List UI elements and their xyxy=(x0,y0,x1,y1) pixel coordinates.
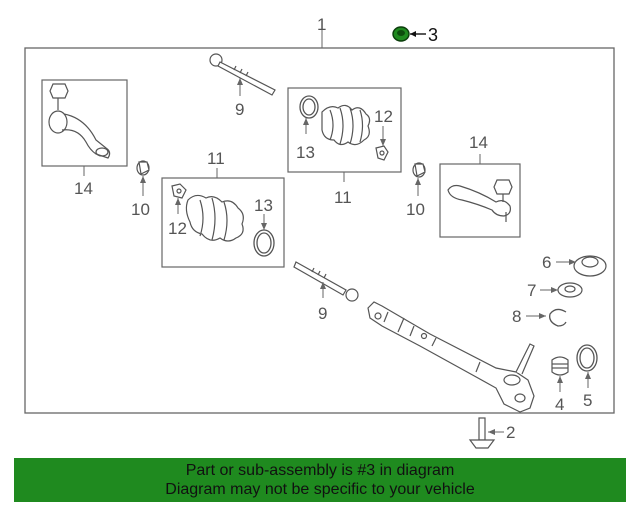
part-10-right-nut[interactable] xyxy=(412,162,426,178)
part-10-left-nut[interactable] xyxy=(136,160,150,176)
arrow-10-left xyxy=(140,176,146,183)
label-10-right: 10 xyxy=(406,200,425,219)
label-12-left: 12 xyxy=(168,219,187,238)
parts-diagram: 1 3 14 10 9 13 xyxy=(24,15,615,449)
part-4-boot[interactable] xyxy=(551,356,569,376)
part-6-insulator[interactable] xyxy=(573,255,607,277)
arrow-6 xyxy=(569,259,576,265)
label-12-right: 12 xyxy=(374,107,393,126)
label-8: 8 xyxy=(512,307,521,326)
arrow-12-right xyxy=(380,139,386,146)
arrow-7 xyxy=(551,287,558,293)
label-11-left: 11 xyxy=(207,149,225,168)
label-2: 2 xyxy=(506,423,515,442)
arrow-5 xyxy=(585,372,591,379)
part-14-right-tie-rod-end[interactable] xyxy=(447,179,513,222)
arrow-10-right xyxy=(415,178,421,185)
box-14-right xyxy=(439,163,521,238)
arrow-9-lower xyxy=(320,282,326,289)
arrow-9-upper xyxy=(237,78,243,85)
box-11-left xyxy=(161,177,285,268)
info-banner: Part or sub-assembly is #3 in diagram Di… xyxy=(14,458,626,502)
label-14-left: 14 xyxy=(74,179,93,198)
part-13-left-band[interactable] xyxy=(253,229,275,257)
label-11-right: 11 xyxy=(334,188,352,207)
part-13-right-band[interactable] xyxy=(299,95,319,119)
arrow-3 xyxy=(410,31,416,37)
label-13-right: 13 xyxy=(296,143,315,162)
label-14-right: 14 xyxy=(469,133,488,152)
label-7: 7 xyxy=(527,281,536,300)
label-10-left: 10 xyxy=(131,200,150,219)
part-8-clip[interactable] xyxy=(549,308,567,327)
banner-line-1: Part or sub-assembly is #3 in diagram xyxy=(185,462,455,479)
label-9-lower: 9 xyxy=(318,304,327,323)
part-12-left-clamp[interactable] xyxy=(171,183,187,199)
part-11-right-boot[interactable] xyxy=(321,104,371,146)
arrow-13-left xyxy=(261,223,267,230)
label-13-left: 13 xyxy=(254,196,273,215)
arrow-12-left xyxy=(175,198,181,205)
label-5: 5 xyxy=(583,391,592,410)
assembly-frame xyxy=(24,47,615,414)
part-11-left-boot[interactable] xyxy=(185,194,244,242)
part-12-right-clamp[interactable] xyxy=(375,145,389,161)
part-3-nut[interactable] xyxy=(392,26,410,42)
part-7-washer[interactable] xyxy=(557,282,583,298)
label-4: 4 xyxy=(555,395,564,414)
arrow-13-right xyxy=(303,118,309,125)
steering-rack-housing[interactable] xyxy=(367,301,535,413)
label-6: 6 xyxy=(542,253,551,272)
part-9-lower-tie-rod[interactable] xyxy=(293,261,359,302)
arrow-4 xyxy=(557,376,563,383)
label-9-upper: 9 xyxy=(235,100,244,119)
arrow-8 xyxy=(539,313,546,319)
part-2-bolt[interactable] xyxy=(468,417,496,449)
part-5-ring[interactable] xyxy=(576,344,598,372)
part-14-left-tie-rod-end[interactable] xyxy=(48,83,111,159)
label-1: 1 xyxy=(317,15,326,34)
part-9-upper-tie-rod[interactable] xyxy=(209,53,276,96)
arrow-2 xyxy=(488,429,495,435)
banner-line-2: Diagram may not be specific to your vehi… xyxy=(165,481,475,498)
label-3: 3 xyxy=(428,25,438,45)
